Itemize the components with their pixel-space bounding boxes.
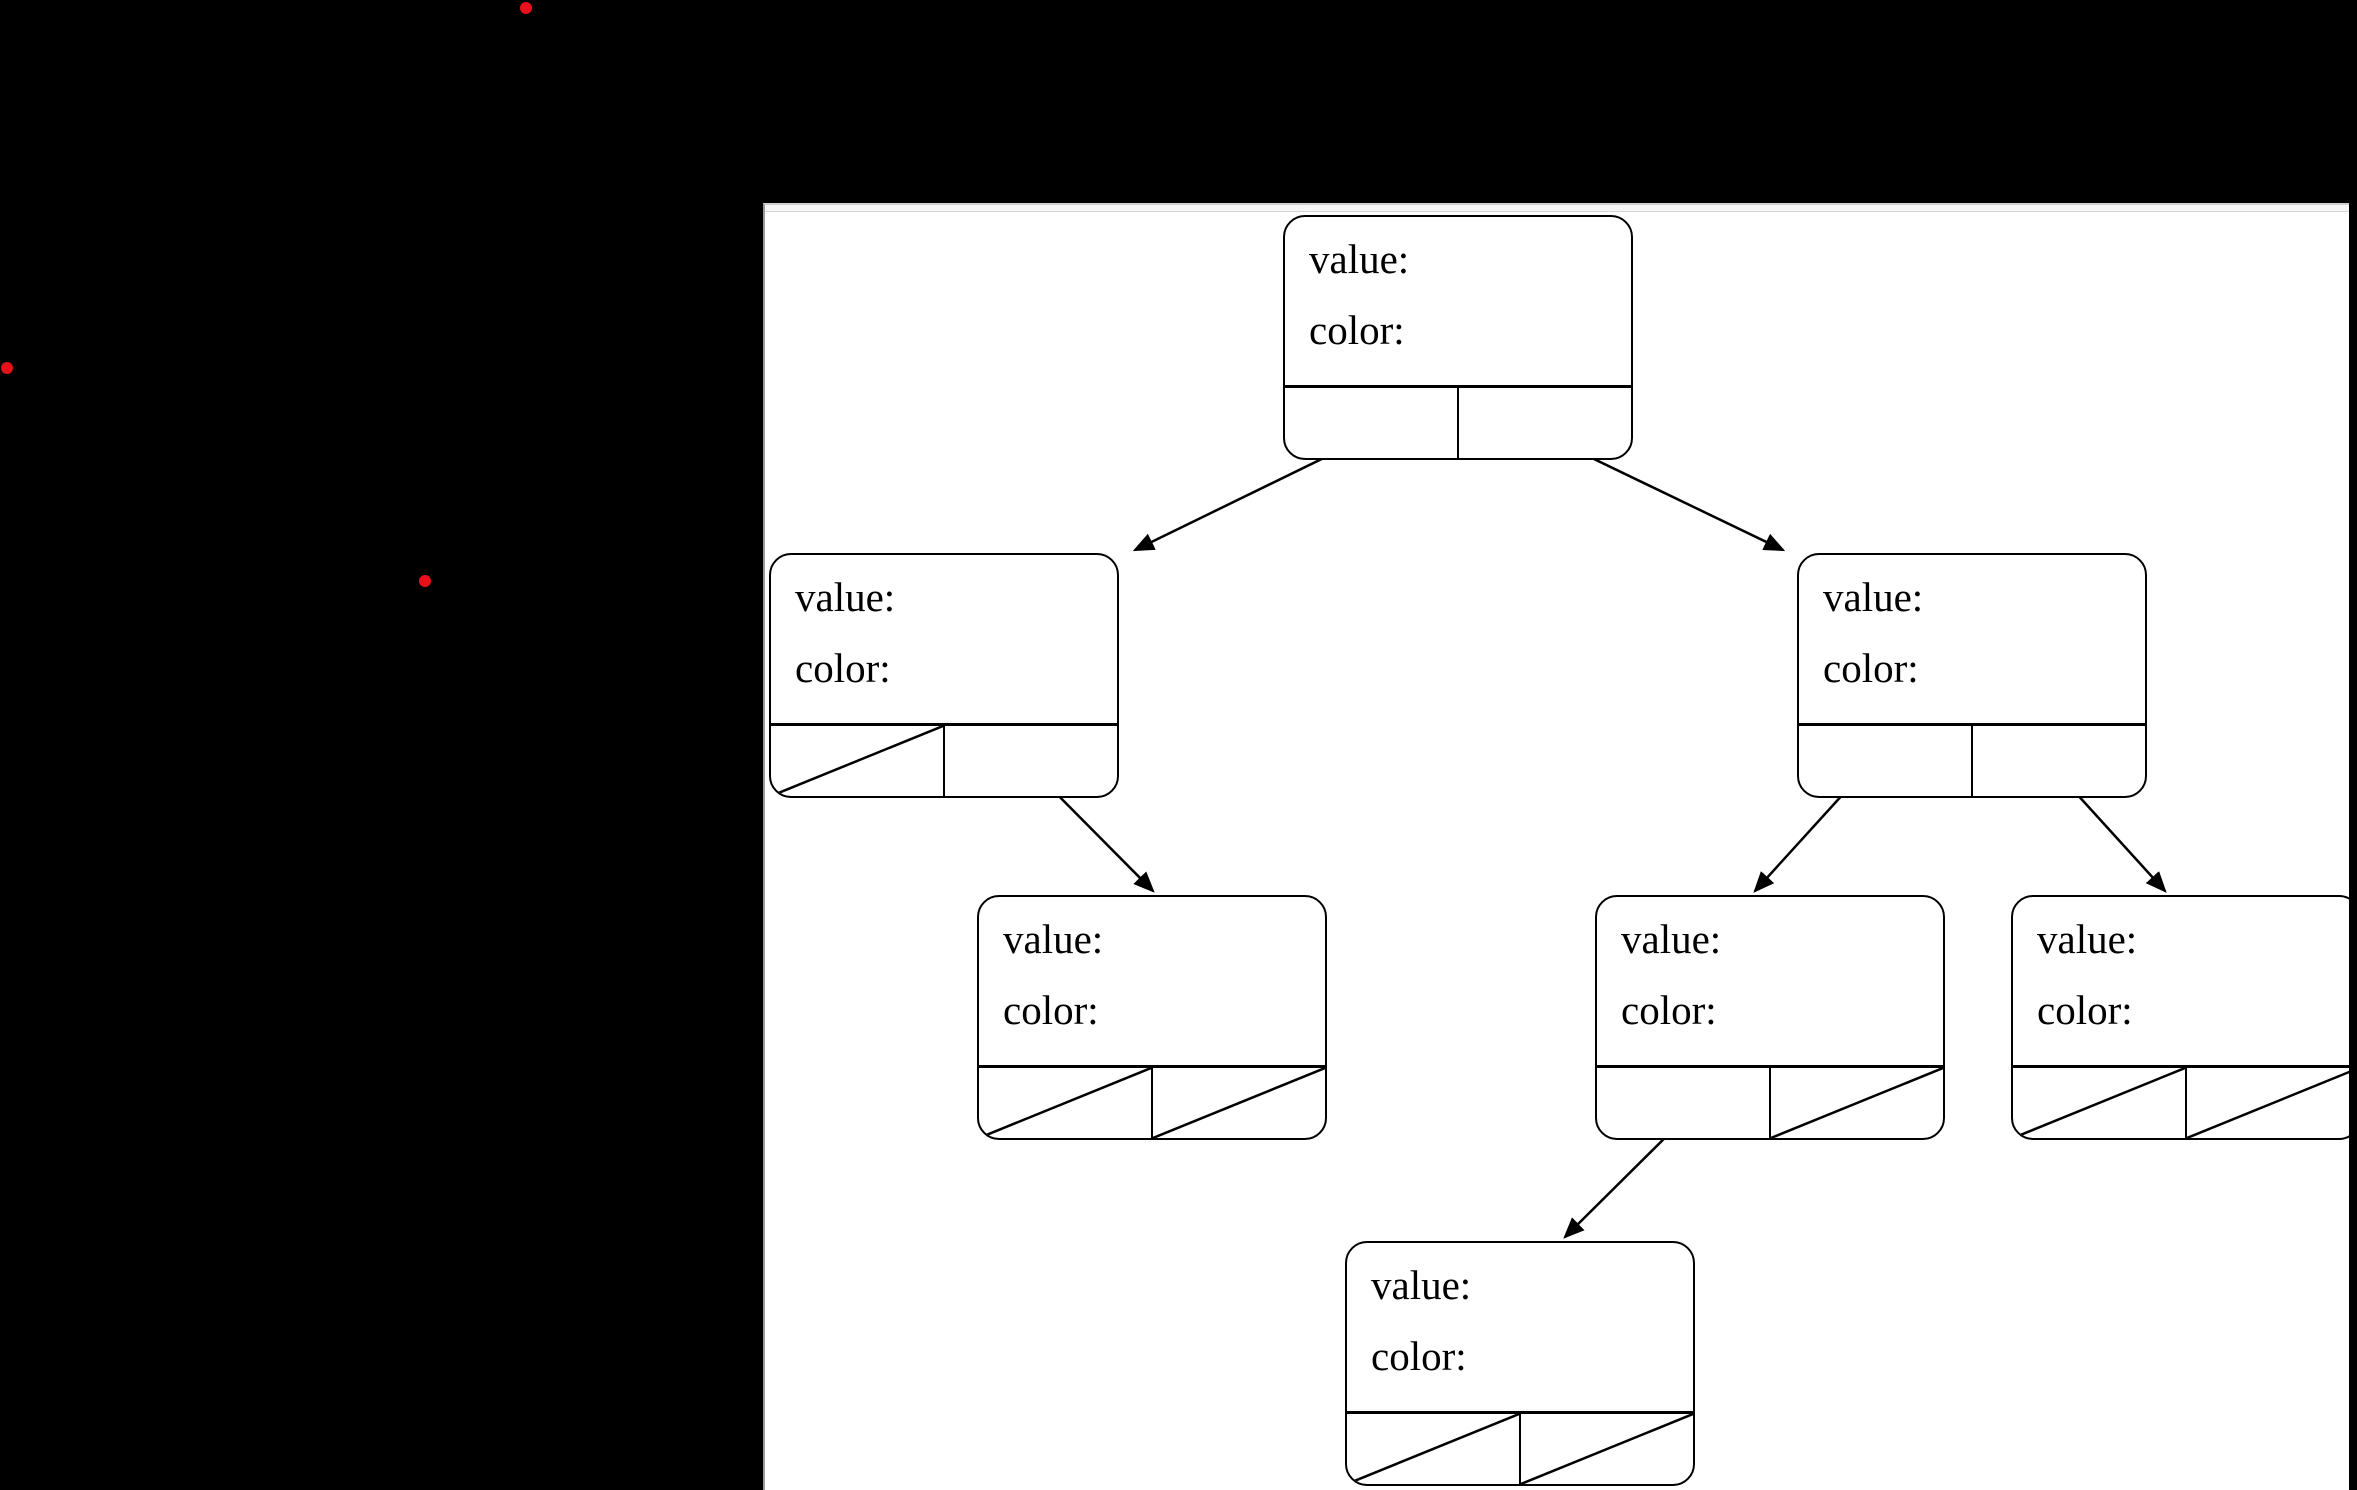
node-left-pointer-cell[interactable] [1347,1414,1519,1484]
null-pointer-slash-icon [1521,1414,1693,1484]
diagram-panel: value:color:value:color:value:color:valu… [763,203,2349,1490]
node-pointer-row [771,723,1117,796]
node-left-pointer-cell[interactable] [771,726,943,796]
node-value-label: value: [1003,916,1104,962]
null-pointer-slash-icon [979,1068,1151,1138]
node-fields: value: color: [1285,217,1631,388]
node-pointer-row [2013,1065,2349,1138]
node-fields: value: color: [1799,555,2145,726]
node-pointer-row [1285,385,1631,458]
node-fields: value: color: [2013,897,2349,1068]
null-pointer-slash-icon [1347,1414,1519,1484]
panel-top-strip [765,205,2349,212]
node-fields: value: color: [771,555,1117,726]
node-value-label: value: [795,574,896,620]
node-right-pointer-cell[interactable] [1769,1068,1943,1138]
node-pointer-row [1347,1411,1693,1484]
marker-dot-top [520,2,532,14]
node-right-pointer-cell[interactable] [1457,388,1631,458]
node-color-label: color: [2037,987,2133,1033]
node-right-pointer-cell[interactable] [1151,1068,1325,1138]
node-fields: value: color: [979,897,1325,1068]
node-value-label: value: [1371,1262,1472,1308]
node-left-pointer-cell[interactable] [979,1068,1151,1138]
node-left-pointer-cell[interactable] [1799,726,1971,796]
node-right-pointer-cell[interactable] [943,726,1117,796]
node-value-label: value: [1621,916,1722,962]
node-value-label: value: [1309,236,1410,282]
marker-dot-left [1,362,13,374]
node-fields: value: color: [1347,1243,1693,1414]
leaf-node-b[interactable]: value: color: [1595,895,1945,1140]
node-left-pointer-cell[interactable] [2013,1068,2185,1138]
root-node[interactable]: value: color: [1283,215,1633,460]
null-pointer-slash-icon [1153,1068,1325,1138]
null-pointer-slash-icon [1771,1068,1943,1138]
leaf-node-c[interactable]: value: color: [2011,895,2349,1140]
node-pointer-row [979,1065,1325,1138]
marker-dot-mid [419,575,431,587]
leaf-node-a[interactable]: value: color: [977,895,1327,1140]
node-left-pointer-cell[interactable] [1597,1068,1769,1138]
node-color-label: color: [795,645,891,691]
null-pointer-slash-icon [2187,1068,2349,1138]
right-child-node[interactable]: value: color: [1797,553,2147,798]
node-right-pointer-cell[interactable] [1971,726,2145,796]
node-color-label: color: [1621,987,1717,1033]
node-left-pointer-cell[interactable] [1285,388,1457,458]
node-pointer-row [1799,723,2145,796]
node-pointer-row [1597,1065,1943,1138]
node-color-label: color: [1371,1333,1467,1379]
node-value-label: value: [1823,574,1924,620]
leaf-node-d[interactable]: value: color: [1345,1241,1695,1486]
node-color-label: color: [1003,987,1099,1033]
node-color-label: color: [1309,307,1405,353]
node-right-pointer-cell[interactable] [2185,1068,2349,1138]
node-value-label: value: [2037,916,2138,962]
left-child-node[interactable]: value: color: [769,553,1119,798]
null-pointer-slash-icon [771,726,943,796]
node-fields: value: color: [1597,897,1943,1068]
null-pointer-slash-icon [2013,1068,2185,1138]
node-right-pointer-cell[interactable] [1519,1414,1693,1484]
node-color-label: color: [1823,645,1919,691]
